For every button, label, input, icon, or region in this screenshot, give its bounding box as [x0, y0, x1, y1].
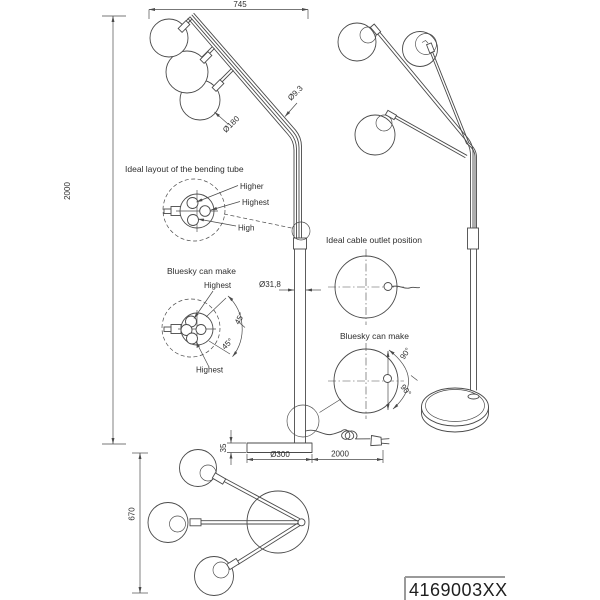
arm-hub — [297, 518, 306, 527]
front-view: 745 2000 — [63, 0, 390, 465]
globe-front-2 — [165, 50, 209, 94]
pole-diameter-label: Ø31,8 — [259, 280, 281, 289]
cable-length-label: 2000 — [331, 450, 349, 459]
dim-670-label: 670 — [128, 507, 137, 521]
dim-pole-diameter: Ø31,8 — [259, 280, 321, 292]
note-bending-tube-title: Ideal layout of the bending tube — [125, 164, 244, 174]
tube-diameter-label: Ø9.3 — [286, 83, 305, 102]
plug — [370, 434, 382, 447]
globe-top-1 — [179, 449, 217, 487]
label-high: High — [238, 224, 254, 233]
part-number: 4169003XX — [409, 580, 508, 600]
note-bluesky-make-bend-title: Bluesky can make — [167, 266, 236, 276]
label-90-lower: 90° — [398, 383, 413, 398]
note-outlet-title: Ideal cable outlet position — [326, 235, 422, 245]
detail-bending-ideal: Ideal layout of the bending tube Higher … — [125, 164, 292, 242]
dim-base-height: 35 — [219, 430, 246, 465]
dim-670: 670 — [128, 452, 148, 594]
cable-outlet-balloon — [286, 404, 320, 438]
front-globes — [149, 18, 225, 121]
perspective-view — [337, 22, 489, 433]
label-make-highest-top: Highest — [204, 281, 232, 290]
label-highest: Highest — [242, 198, 270, 207]
base-diameter-label: Ø300 — [270, 450, 290, 459]
dim-2000-total: 2000 — [63, 15, 126, 445]
dim-base-diameter: Ø300 2000 — [246, 450, 384, 463]
detail-outlet-make: Bluesky can make 90° 90° — [319, 331, 418, 419]
globe-side-2 — [402, 31, 438, 67]
base-height-label: 35 — [219, 443, 228, 452]
top-view: 670 — [128, 449, 310, 596]
globe-diameter-label: Ø180 — [221, 114, 242, 135]
globe-top-2 — [147, 502, 189, 543]
globe-side-1 — [337, 22, 377, 62]
label-make-highest-bottom: Highest — [196, 366, 224, 375]
front-pole — [286, 221, 320, 444]
dim-745: 745 — [148, 0, 309, 19]
joint-detail-balloon — [291, 221, 311, 241]
label-higher: Higher — [240, 182, 264, 191]
dim-745-label: 745 — [233, 0, 247, 9]
front-base — [246, 429, 390, 453]
title-block: 4169003XX — [404, 576, 508, 600]
base-top-outline — [246, 490, 310, 554]
label-45-upper: 45° — [233, 311, 247, 326]
note-bluesky-make-outlet-title: Bluesky can make — [340, 331, 409, 341]
detail-bending-make: Bluesky can make Highest 45° 45° Highest — [161, 266, 247, 375]
label-90-upper: 90° — [398, 346, 412, 361]
perspective-base — [421, 387, 489, 433]
globe-top-3 — [194, 556, 234, 596]
dim-tube-diameter: Ø9.3 — [284, 83, 305, 117]
dim-2000-total-label: 2000 — [63, 182, 72, 200]
detail-outlet-ideal: Ideal cable outlet position — [326, 235, 422, 325]
globe-side-3 — [354, 114, 396, 156]
dim-globe-diameter: Ø180 — [214, 111, 242, 135]
